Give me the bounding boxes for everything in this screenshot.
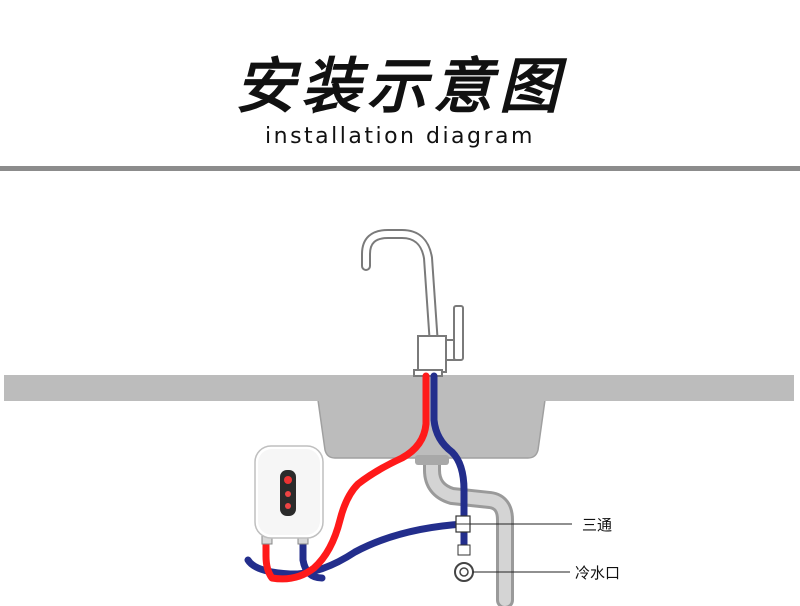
title-chinese: 安装示意图 <box>235 52 565 122</box>
water-heater <box>254 445 324 545</box>
sink-basin <box>317 399 546 459</box>
countertop <box>4 375 794 401</box>
tee-fitting <box>455 515 471 533</box>
cold-inlet-label: 冷水口 <box>575 564 621 582</box>
hot-water-pipe <box>262 372 430 583</box>
sink-drain <box>415 455 449 465</box>
cold-inlet-valve <box>454 544 474 582</box>
header-divider <box>0 166 800 171</box>
tee-label: 三通 <box>582 516 613 534</box>
title-english: installation diagram <box>265 124 535 149</box>
faucet <box>361 229 464 377</box>
drain-pipe <box>423 453 514 606</box>
